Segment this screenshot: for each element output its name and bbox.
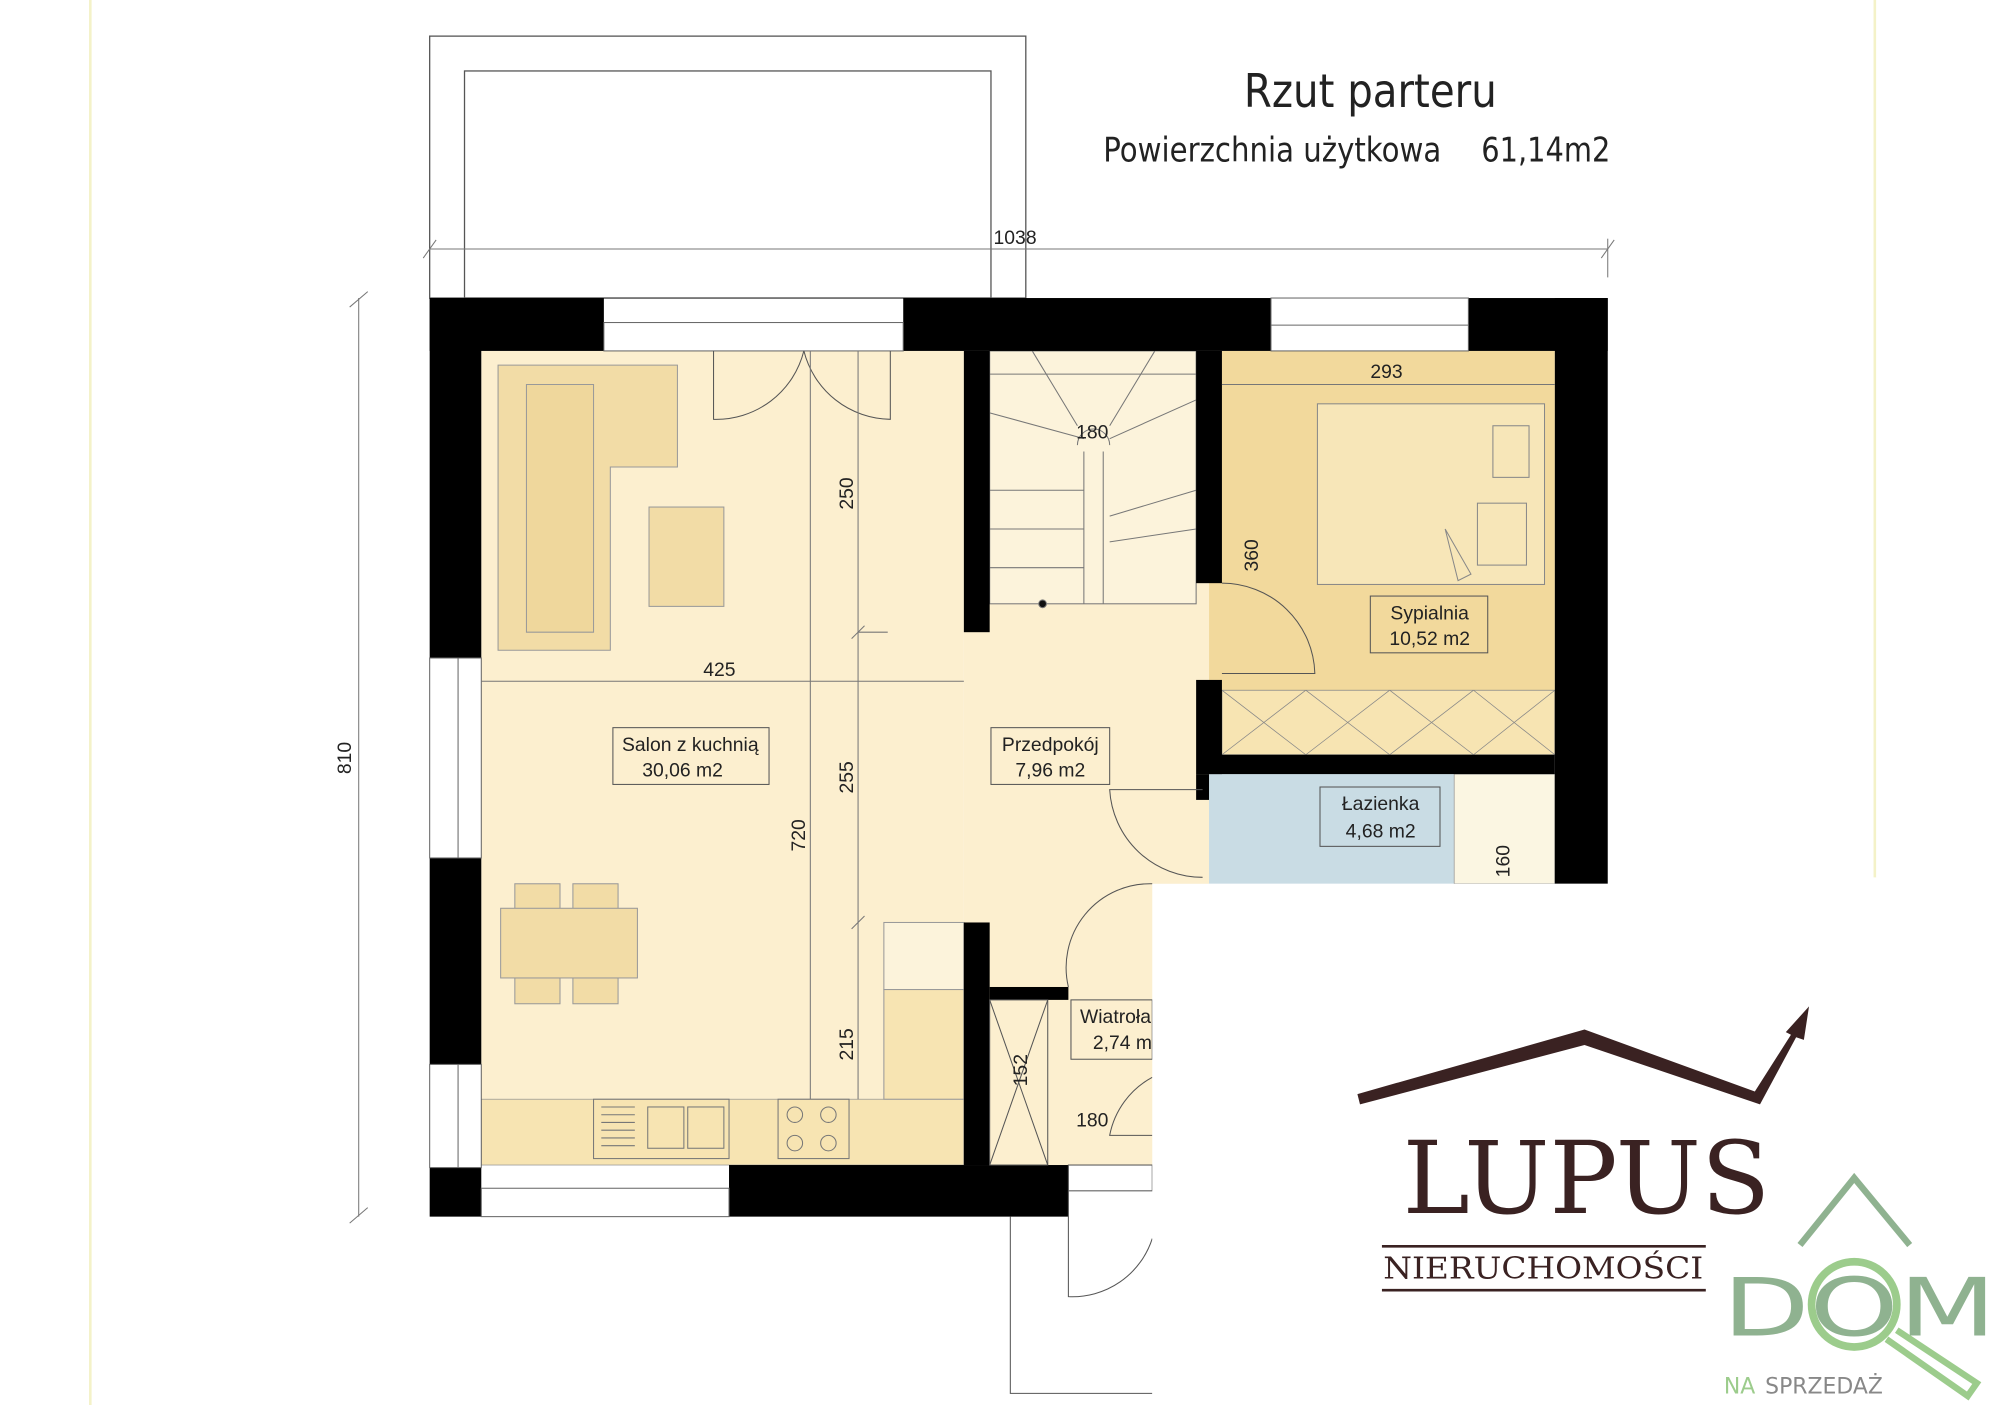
sofa bbox=[497, 364, 678, 651]
walls bbox=[429, 298, 1608, 1217]
svg-text:Sypialnia: Sypialnia bbox=[1390, 602, 1469, 624]
svg-text:2,74 m: 2,74 m bbox=[1093, 1032, 1152, 1054]
lupus-logo: LUPUS NIERUCHOMOŚCI DOM NA SPRZEDAŻ bbox=[1357, 1006, 1997, 1401]
staircase bbox=[989, 350, 1197, 609]
logo-sprzedaz: SPRZEDAŻ bbox=[1765, 1373, 1883, 1399]
dim-middle: 255 bbox=[836, 761, 858, 793]
svg-text:10,52 m2: 10,52 m2 bbox=[1389, 628, 1470, 650]
svg-text:7,96 m2: 7,96 m2 bbox=[1015, 760, 1085, 782]
dim-bedroom-height: 360 bbox=[1241, 539, 1263, 571]
house-outline-icon bbox=[1797, 1172, 1913, 1248]
dim-total-width: 1038 bbox=[994, 227, 1037, 249]
svg-text:Wiatroła: Wiatroła bbox=[1080, 1006, 1151, 1028]
room-label-bedroom: Sypialnia 10,52 m2 bbox=[1369, 595, 1489, 654]
dim-bedroom-width: 293 bbox=[1370, 361, 1402, 383]
fridge bbox=[883, 921, 965, 991]
svg-text:4,68 m2: 4,68 m2 bbox=[1346, 820, 1416, 842]
logo-backdrop bbox=[1152, 883, 2000, 1405]
kitchen-unit bbox=[883, 989, 965, 1100]
room-label-salon: Salon z kuchnią 30,06 m2 bbox=[612, 727, 770, 785]
subtitle-label: Powierzchnia użytkowa bbox=[1103, 130, 1441, 169]
dim-total-height: 810 bbox=[334, 742, 356, 774]
wardrobe bbox=[1221, 689, 1556, 756]
dimension-lines bbox=[349, 238, 1615, 1224]
logo-brand: LUPUS bbox=[1403, 1120, 1771, 1237]
sink bbox=[593, 1098, 730, 1160]
coffee-table bbox=[648, 506, 725, 607]
bathroom-floor bbox=[1209, 774, 1455, 884]
wardrobe-marks bbox=[1221, 689, 1556, 756]
doors bbox=[713, 350, 1316, 1394]
roof-arrow-icon bbox=[1357, 1006, 1810, 1105]
page-title: Rzut parteru bbox=[1244, 64, 1497, 118]
svg-text:Salon z kuchnią: Salon z kuchnią bbox=[622, 734, 759, 756]
room-label-bathroom: Łazienka 4,68 m2 bbox=[1319, 786, 1441, 847]
dim-vestibule-width: 180 bbox=[1076, 1109, 1108, 1131]
logo-dom: DOM bbox=[1723, 1261, 1997, 1354]
terrace bbox=[429, 35, 1027, 299]
dim-salon-height: 720 bbox=[788, 819, 810, 851]
dim-upper: 250 bbox=[836, 477, 858, 509]
dim-salon-width: 425 bbox=[703, 659, 735, 681]
dim-vestibule-height: 152 bbox=[1010, 1054, 1032, 1086]
dim-bathroom: 160 bbox=[1493, 845, 1515, 877]
subtitle-value: 61,14m2 bbox=[1481, 130, 1610, 169]
svg-text:Przedpokój: Przedpokój bbox=[1002, 734, 1099, 756]
stove bbox=[777, 1098, 850, 1160]
bed bbox=[1316, 403, 1546, 585]
room-label-vestibule: Wiatroła 2,74 m bbox=[1070, 999, 1153, 1060]
magnifier-icon bbox=[1807, 1257, 1901, 1351]
svg-text:Łazienka: Łazienka bbox=[1342, 793, 1420, 815]
dining-table bbox=[500, 883, 638, 1005]
svg-text:30,06 m2: 30,06 m2 bbox=[642, 760, 723, 782]
room-label-hall: Przedpokój 7,96 m2 bbox=[990, 727, 1111, 785]
dim-lower: 215 bbox=[836, 1028, 858, 1060]
dim-stairs: 180 bbox=[1076, 422, 1108, 444]
logo-na: NA bbox=[1724, 1374, 1755, 1399]
windows bbox=[429, 297, 1469, 1218]
kitchen-counter bbox=[480, 1098, 965, 1166]
logo-tagline: NIERUCHOMOŚCI bbox=[1383, 1250, 1703, 1286]
